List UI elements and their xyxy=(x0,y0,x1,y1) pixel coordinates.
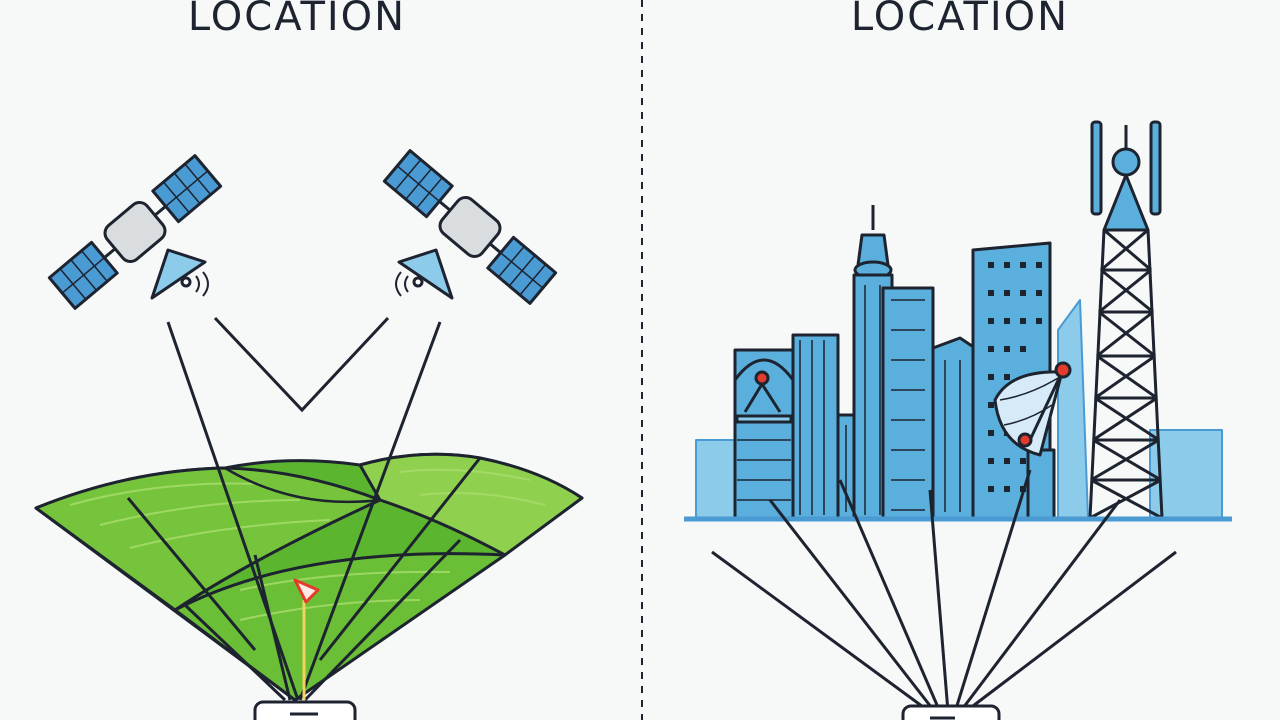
location-pin-icon xyxy=(293,578,320,700)
satellite-dish-icon xyxy=(993,361,1072,520)
phone-icon xyxy=(901,704,1001,720)
phone-icon xyxy=(253,700,357,720)
signal-line xyxy=(213,316,390,413)
signal-rays xyxy=(166,321,462,702)
cell-tower-icon xyxy=(1088,120,1164,520)
satellite-icon xyxy=(382,149,558,305)
left-panel-title: LOCATION xyxy=(187,0,407,40)
right-panel-title: LOCATION xyxy=(850,0,1070,40)
terrain-icon xyxy=(34,452,584,702)
satellite-icon xyxy=(47,154,223,310)
signal-rays xyxy=(711,469,1177,714)
